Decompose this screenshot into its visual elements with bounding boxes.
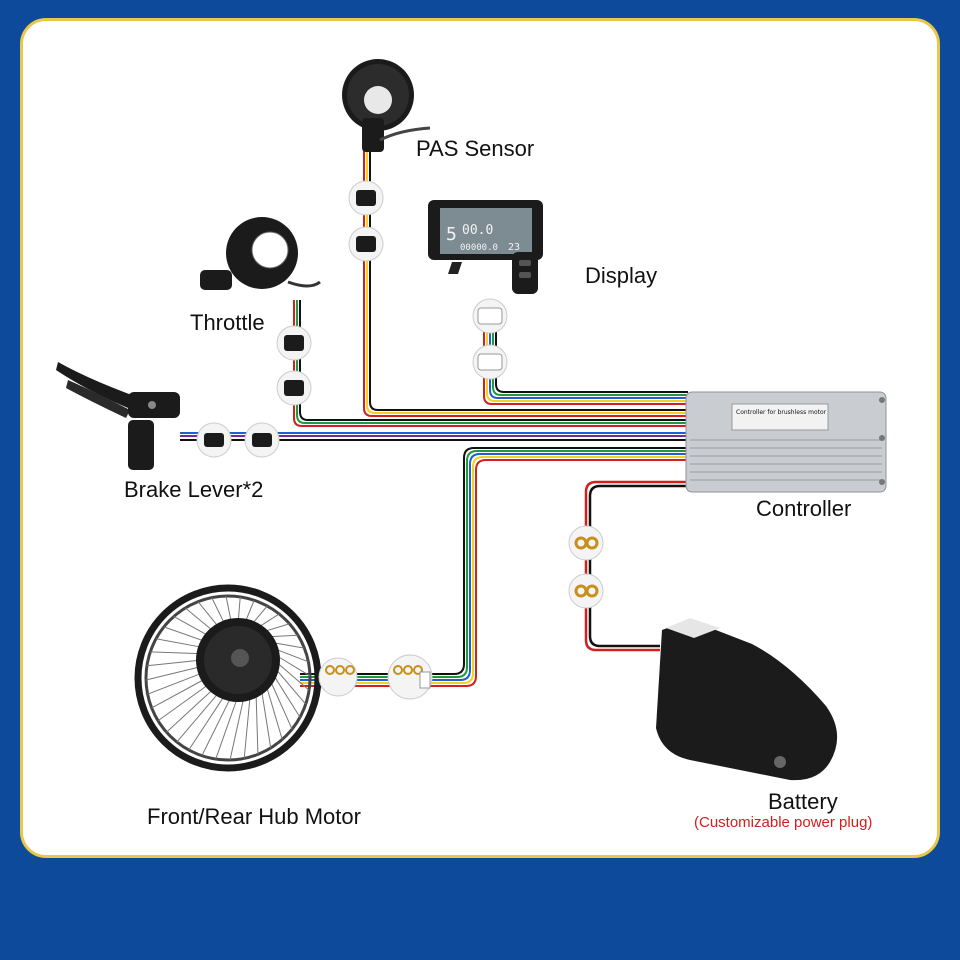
wire-battery (584, 480, 688, 652)
pas-sensor-icon (342, 59, 431, 152)
wheel-spoke (176, 690, 221, 743)
wheel-spoke (243, 693, 251, 759)
wheel-spoke (273, 659, 310, 691)
wheel-spoke (146, 659, 203, 667)
wheel-spoke (273, 665, 307, 705)
bottom-band (0, 870, 960, 960)
wire-throttle (293, 300, 688, 427)
connector-icon (348, 180, 384, 262)
display-odo: 00000.0 (460, 243, 498, 253)
wheel-spoke (173, 616, 211, 638)
wheel-spoke (155, 638, 205, 649)
wheel-spoke (163, 626, 207, 643)
display-gear: 5 (446, 224, 457, 245)
hub-motor-icon (134, 584, 322, 772)
wheel-spoke (145, 665, 203, 681)
controller-icon: Controller for brushless motor (685, 391, 887, 493)
wire-motor (300, 447, 688, 687)
connector-icon (318, 654, 433, 700)
wheel-spoke (188, 693, 227, 751)
battery-label: Battery (768, 789, 838, 814)
wheel-spoke (271, 672, 301, 718)
wheel-spoke (157, 682, 211, 722)
wheel-spoke (166, 687, 216, 733)
hub-motor-label: Front/Rear Hub Motor (147, 804, 361, 829)
wheel-spoke (147, 671, 205, 695)
wheel-spoke (215, 695, 239, 760)
brake-lever-icon (56, 362, 180, 470)
wheel-spoke (229, 695, 245, 761)
wheel-spoke (265, 682, 283, 740)
brake-lever-label: Brake Lever*2 (124, 477, 264, 502)
wheel-spoke (255, 691, 259, 755)
display-label: Display (585, 263, 658, 288)
ring-terminal-icon (568, 525, 604, 609)
connector-icon (276, 325, 312, 406)
throttle-label: Throttle (190, 310, 265, 335)
throttle-icon (200, 217, 321, 290)
wire-display (483, 300, 688, 405)
wheel-spoke (260, 687, 272, 749)
wheel-spoke (150, 651, 203, 655)
connector-icon (472, 298, 508, 380)
display-speed: 00.0 (462, 223, 493, 238)
wheel-spoke (201, 695, 233, 756)
pas-sensor-label: PAS Sensor (416, 136, 535, 161)
controller-label: Controller (756, 496, 852, 521)
display-temp: 23 (508, 242, 520, 253)
wire-pas (363, 150, 688, 417)
battery-icon (656, 618, 838, 781)
wheel-spoke (151, 677, 208, 709)
battery-note: (Customizable power plug) (694, 814, 873, 831)
display-icon: 5 00.0 00000.0 23 (428, 200, 543, 294)
connector-icon (196, 422, 280, 458)
wheel-spoke (268, 677, 293, 730)
wheel-spoke (184, 607, 216, 633)
controller-sticker: Controller for brushless motor (736, 409, 827, 416)
